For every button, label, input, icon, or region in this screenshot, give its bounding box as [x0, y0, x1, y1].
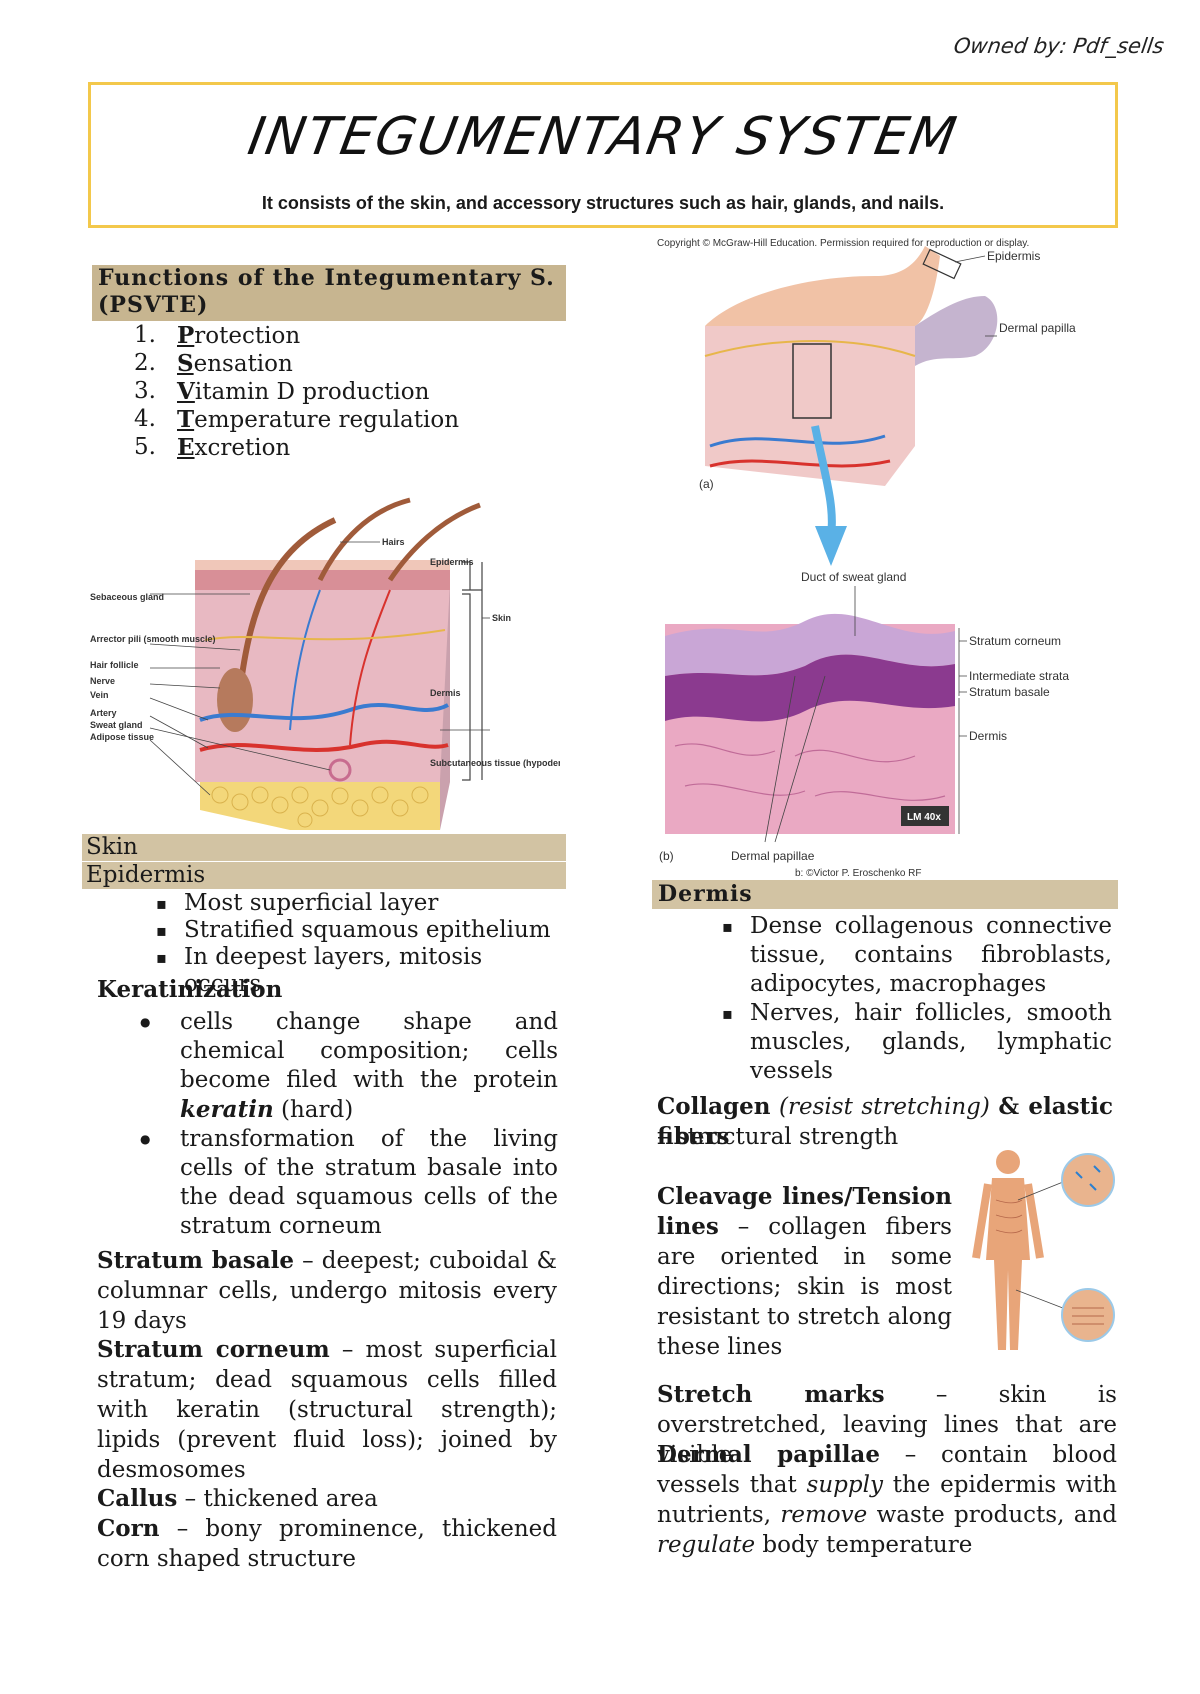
label-dermal-papillae: Dermal papillae [731, 849, 815, 863]
label-epidermis: Epidermis [430, 557, 474, 567]
collagen-text: – structural strength [657, 1124, 899, 1150]
list-item: 1.Protection [134, 322, 301, 349]
list-item: Dense collagenous connective tissue, con… [652, 912, 1112, 999]
label-stratum-basale: Stratum basale [969, 685, 1050, 699]
cleavage-lines-text: Cleavage lines/Tension lines – collagen … [657, 1183, 952, 1360]
list-item: Stratified squamous epithelium [86, 917, 564, 944]
label-magnification: LM 40x [907, 812, 941, 823]
label-nerve: Nerve [90, 676, 115, 686]
list-item: 5.Excretion [134, 434, 291, 461]
stratum-basale-text: Stratum basale – deepest; cuboidal & col… [97, 1247, 557, 1334]
owner-mark: Owned by: Pdf_sells [952, 34, 1166, 58]
label-epidermis-a: Epidermis [987, 249, 1040, 263]
list-item: In deepest layers, mitosis occurs [86, 944, 564, 998]
page-title: INTEGUMENTARY SYSTEM [243, 107, 963, 167]
callus-text: Callus – thickened area [97, 1485, 378, 1512]
title-box: INTEGUMENTARY SYSTEM It consists of the … [88, 82, 1118, 228]
functions-heading: Functions of the Integumentary S. (PSVTE… [92, 265, 566, 321]
label-arrector-pili: Arrector pili (smooth muscle) [90, 634, 216, 644]
keratinization-heading: Keratinization [97, 976, 283, 1003]
list-item: Nerves, hair follicles, smooth muscles, … [652, 999, 1112, 1086]
label-artery: Artery [90, 708, 117, 718]
dermal-papillae-text: Dermal papillae – contain blood vessels … [657, 1441, 1118, 1558]
label-a: (a) [699, 477, 714, 491]
skin-heading: Skin [82, 834, 566, 861]
dermis-bullets: Dense collagenous connective tissue, con… [652, 912, 1112, 1086]
epidermis-bullets: Most superficial layer Stratified squamo… [86, 890, 564, 998]
copyright-note: Copyright © McGraw-Hill Education. Permi… [657, 238, 1029, 249]
list-item: Most superficial layer [86, 890, 564, 917]
dermis-figure: Copyright © McGraw-Hill Education. Permi… [657, 238, 1076, 879]
list-item: cells change shape and chemical composit… [92, 1008, 558, 1125]
label-dermis: Dermis [430, 688, 461, 698]
list-item: 3.Vitamin D production [134, 378, 430, 405]
label-dermal-papilla: Dermal papilla [999, 321, 1076, 335]
label-adipose-tissue: Adipose tissue [90, 732, 154, 742]
label-sebaceous-gland: Sebaceous gland [90, 592, 164, 602]
stratum-corneum-text: Stratum corneum – most superficial strat… [97, 1336, 557, 1483]
page-subtitle: It consists of the skin, and accessory s… [261, 193, 945, 213]
list-item: 2.Sensation [134, 350, 293, 377]
label-subcutaneous: Subcutaneous tissue (hypodermis) [430, 758, 560, 768]
dermis-heading: Dermis [652, 880, 1118, 909]
epidermis-heading: Epidermis [82, 862, 566, 889]
label-skin: Skin [492, 613, 511, 623]
label-hairs: Hairs [382, 537, 405, 547]
functions-list: 1.Protection 2.Sensation 3.Vitamin D pro… [122, 322, 562, 462]
label-sweat-gland: Sweat gland [90, 720, 143, 730]
label-credit: b: ©Victor P. Eroschenko RF [795, 868, 922, 879]
label-stratum-corneum: Stratum corneum [969, 634, 1061, 648]
keratinization-bullets: cells change shape and chemical composit… [92, 1008, 558, 1241]
label-dermis-b: Dermis [969, 729, 1007, 743]
label-sweat-duct: Duct of sweat gland [801, 570, 906, 584]
label-b: (b) [659, 849, 674, 863]
label-hair-follicle: Hair follicle [90, 660, 139, 670]
label-intermediate-strata: Intermediate strata [969, 669, 1069, 683]
stretch-marks-text: Stretch marks – skin is overstretched, l… [657, 1381, 1117, 1468]
corn-text: Corn – bony prominence, thickened corn s… [97, 1515, 557, 1572]
cleavage-lines-body-figure [972, 1150, 1115, 1350]
list-item: 4.Temperature regulation [134, 406, 460, 433]
list-item: transformation of the living cells of th… [92, 1125, 558, 1241]
label-vein: Vein [90, 690, 109, 700]
skin-cross-section-figure: Sebaceous gland Arrector pili (smooth mu… [90, 497, 560, 830]
collagen-heading-text: Collagen (resist stretching) & elastic f… [657, 1093, 1113, 1150]
